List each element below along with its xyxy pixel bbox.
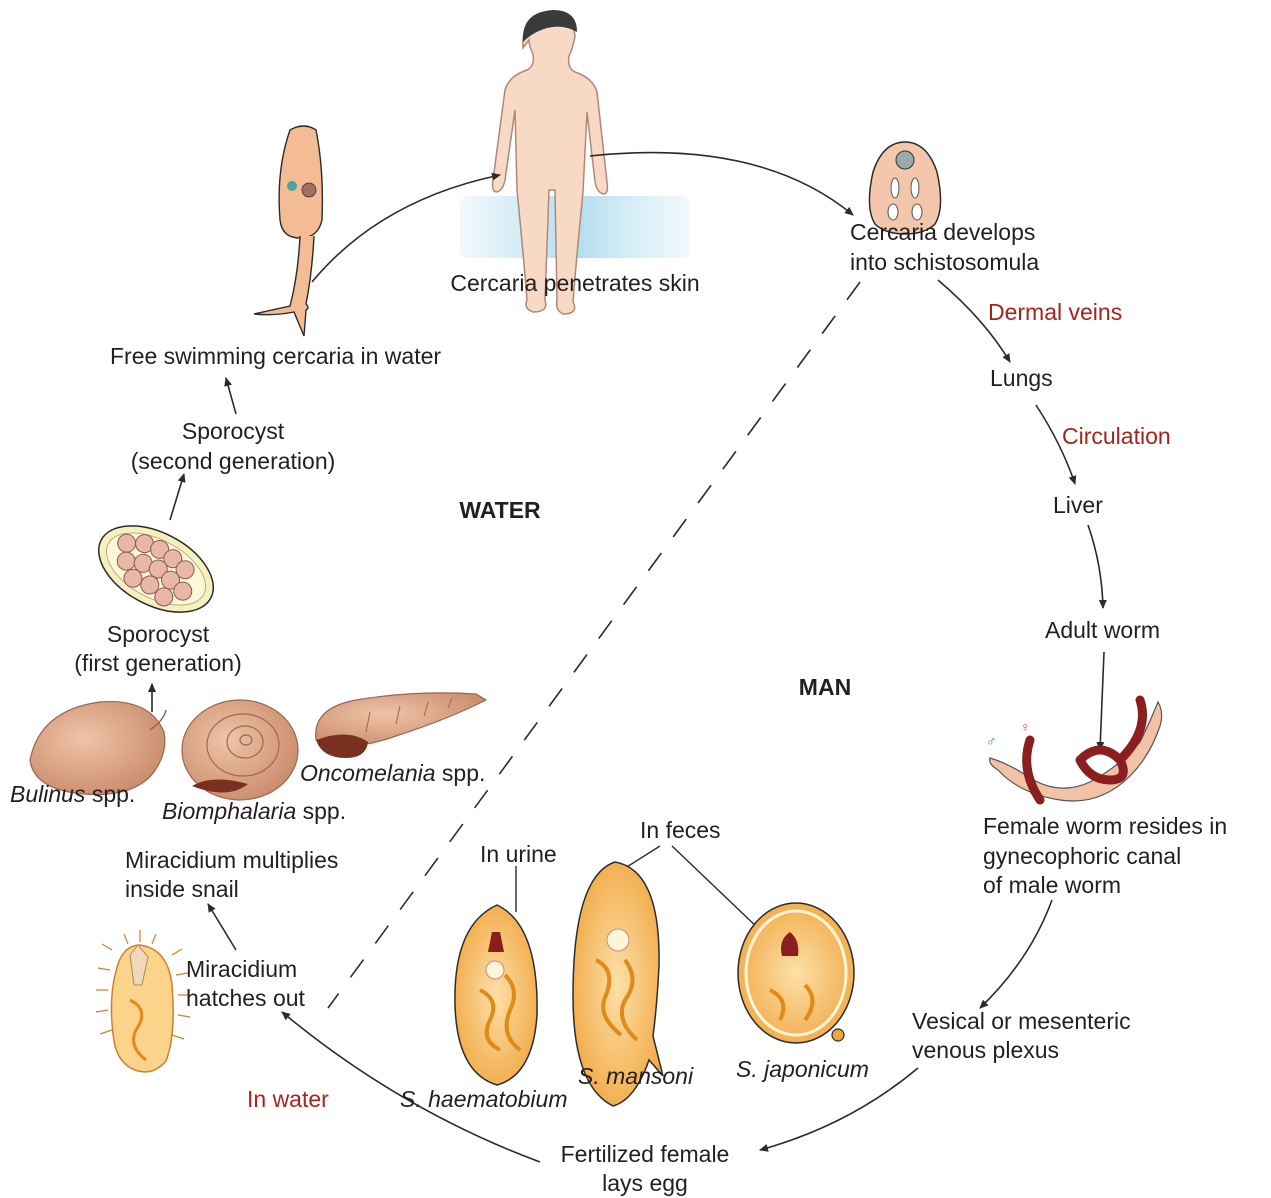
human-figure-icon: [460, 10, 690, 314]
dermal-veins-label: Dermal veins: [988, 299, 1122, 325]
region-man-label: MAN: [799, 674, 851, 700]
in-feces-pointer-japonicum: [672, 846, 760, 930]
arrow-to-miracidium-multiplies: [208, 904, 236, 950]
in-water-label: In water: [247, 1086, 329, 1112]
sporocyst-first-line1: Sporocyst: [107, 621, 210, 647]
plexus-line1: Vesical or mesenteric: [912, 1008, 1131, 1034]
miracidium-multiplies-line2: inside snail: [125, 876, 239, 902]
female-resides-line2: gynecophoric canal: [983, 843, 1181, 869]
snail-oncomelania-icon: [316, 693, 486, 758]
lays-egg-line2: lays egg: [602, 1170, 688, 1196]
egg-mansoni-label: S. mansoni: [578, 1063, 694, 1089]
liver-label: Liver: [1053, 492, 1103, 518]
snail-bulinus-label: Bulinus spp.: [10, 781, 135, 807]
free-swimming-label: Free swimming cercaria in water: [110, 343, 441, 369]
cercaria-penetrates-label: Cercaria penetrates skin: [450, 270, 699, 296]
egg-japonicum-label: S. japonicum: [736, 1056, 869, 1082]
miracidium-icon: [96, 930, 190, 1072]
sporocyst-icon: [84, 508, 227, 630]
lungs-label: Lungs: [990, 365, 1053, 391]
female-resides-line3: of male worm: [983, 872, 1121, 898]
in-urine-label: In urine: [480, 841, 557, 867]
cercaria-icon: [254, 126, 322, 336]
arrow-to-free-swimming: [226, 378, 236, 414]
miracidium-hatches-line2: hatches out: [186, 985, 306, 1011]
sporocyst-second-line1: Sporocyst: [182, 418, 285, 444]
sporocyst-first-line2: (first generation): [74, 650, 241, 676]
circulation-label: Circulation: [1062, 423, 1171, 449]
egg-haematobium-label: S. haematobium: [400, 1086, 567, 1112]
miracidium-multiplies-line1: Miracidium multiplies: [125, 847, 338, 873]
schistosomula-label-line2: into schistosomula: [850, 249, 1039, 275]
schistosomula-label-line1: Cercaria develops: [850, 219, 1035, 245]
egg-japonicum-icon: [738, 903, 854, 1043]
worm-pair-icon: ♂ ♀: [986, 700, 1162, 801]
arrow-to-plexus: [980, 900, 1052, 1008]
region-water-label: WATER: [459, 497, 541, 523]
in-feces-label: In feces: [640, 817, 721, 843]
adult-worm-label: Adult worm: [1045, 617, 1160, 643]
snail-biomphalaria-label: Biomphalaria spp.: [162, 798, 346, 824]
svg-text:♀: ♀: [1020, 719, 1031, 735]
snail-oncomelania-label: Oncomelania spp.: [300, 760, 485, 786]
miracidium-hatches-line1: Miracidium: [186, 956, 297, 982]
female-resides-line1: Female worm resides in: [983, 813, 1227, 839]
arrow-to-worm-pair: [1100, 652, 1104, 750]
arrow-to-adult-worm: [1088, 525, 1103, 608]
plexus-line2: venous plexus: [912, 1037, 1059, 1063]
snail-biomphalaria-icon: [182, 700, 298, 800]
egg-haematobium-icon: [455, 905, 537, 1085]
sporocyst-second-line2: (second generation): [131, 448, 336, 474]
arrow-to-sporocyst-second: [170, 474, 184, 520]
svg-text:♂: ♂: [986, 733, 997, 749]
lays-egg-line1: Fertilized female: [561, 1141, 730, 1167]
